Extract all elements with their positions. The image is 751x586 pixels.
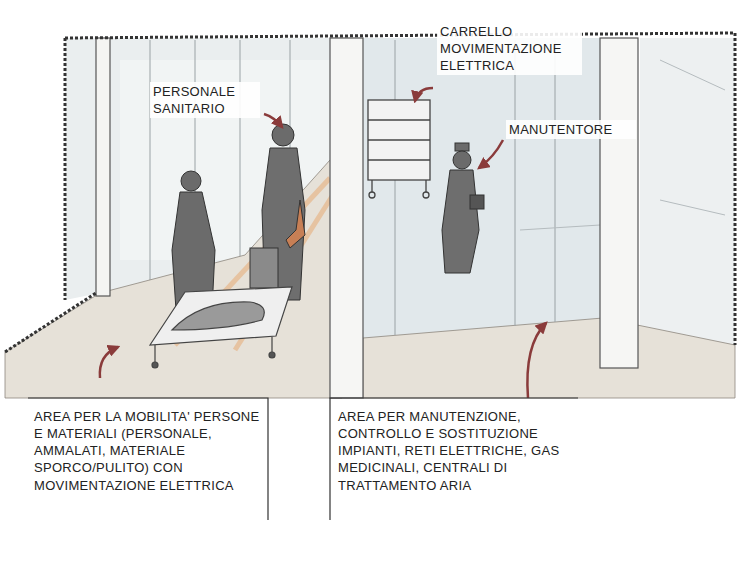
leader-arrow xyxy=(100,88,546,398)
pillar xyxy=(96,38,110,296)
technical-room xyxy=(363,318,735,398)
technical-room xyxy=(515,40,516,326)
electric-cart xyxy=(368,119,430,120)
pillar xyxy=(96,38,638,398)
maintenance-worker xyxy=(455,143,469,151)
stretcher xyxy=(269,352,275,358)
callout-label: MANUTENTORE xyxy=(506,120,636,139)
frame-dotted-border xyxy=(5,33,735,352)
pillar xyxy=(330,38,363,398)
frame-dotted-border xyxy=(65,33,735,38)
technical-room xyxy=(363,38,603,338)
technical-room xyxy=(660,200,725,215)
electric-cart xyxy=(425,180,426,192)
leader-arrow xyxy=(527,323,546,398)
technical-room xyxy=(660,60,725,90)
stretcher xyxy=(152,362,158,368)
callout-label: PERSONALE SANITARIO xyxy=(150,82,260,118)
electric-cart xyxy=(368,139,430,140)
pillar xyxy=(600,38,638,368)
frame-dotted-border xyxy=(64,38,67,300)
patient-figure xyxy=(172,171,215,310)
technical-room xyxy=(640,38,735,345)
healthcare-staff xyxy=(286,200,305,248)
frame-dotted-border xyxy=(5,293,96,352)
area-description: AREA PER LA MOBILITA' PERSONE E MATERIAL… xyxy=(34,408,260,494)
corridor-walls xyxy=(150,40,151,285)
leader-arrow xyxy=(479,140,503,168)
electric-cart xyxy=(369,192,375,198)
electric-cart xyxy=(371,180,372,192)
stretcher xyxy=(150,287,292,345)
technical-room xyxy=(520,225,600,230)
label-bracket xyxy=(28,398,268,520)
callout-label: CARRELLO MOVIMENTAZIONE ELETTRICA xyxy=(437,22,582,75)
electric-cart xyxy=(368,100,430,180)
leader-arrow xyxy=(415,88,433,101)
maintenance-worker xyxy=(453,151,471,169)
maintenance-worker xyxy=(470,195,484,209)
corridor-walls xyxy=(240,40,241,262)
electric-cart xyxy=(368,100,430,198)
stretcher xyxy=(271,337,272,352)
area-description: AREA PER MANUTENZIONE, CONTROLLO E SOSTI… xyxy=(338,408,578,494)
technical-room xyxy=(555,40,556,322)
stretcher xyxy=(150,287,292,368)
leader-arrow xyxy=(100,347,118,378)
maintenance-worker xyxy=(442,143,484,273)
healthcare-staff xyxy=(272,124,294,146)
maintenance-worker xyxy=(442,170,479,273)
stretcher xyxy=(154,345,155,362)
frame-dotted-border xyxy=(734,33,737,345)
technical-room xyxy=(395,40,396,335)
label-bracket xyxy=(28,398,578,520)
leader-arrow xyxy=(264,114,282,127)
healthcare-staff xyxy=(250,124,305,300)
electric-cart xyxy=(423,192,429,198)
label-bracket xyxy=(330,398,578,520)
healthcare-staff xyxy=(250,248,278,288)
stretcher xyxy=(172,302,264,330)
patient-figure xyxy=(181,171,201,191)
technical-room xyxy=(363,38,735,398)
electric-cart xyxy=(368,159,430,160)
